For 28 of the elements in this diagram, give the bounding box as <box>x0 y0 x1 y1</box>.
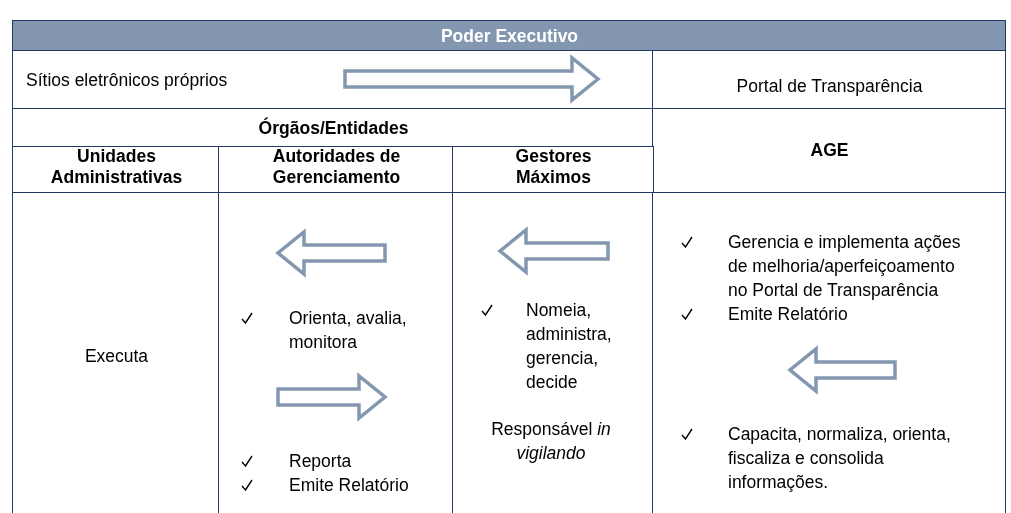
table-cell <box>652 50 1006 110</box>
cell-text: Gerencia e implementa ações de melhoria/aperfeiçoamento no Portal de Transparência <box>728 231 962 302</box>
header-text: Autoridades de Gerenciamento <box>271 146 402 188</box>
cell-text: Executa <box>83 345 150 368</box>
header-band <box>12 20 1006 52</box>
cell-text: Emite Relatório <box>289 474 410 497</box>
header-text: Gestores Máximos <box>514 146 593 188</box>
cell-text: Capacita, normaliza, orienta, fiscaliza e consolida informações. <box>728 423 952 494</box>
header-text: AGE <box>809 139 850 162</box>
table-cell <box>218 192 454 513</box>
table-cell <box>12 192 220 513</box>
cell-text: Sítios eletrônicos próprios <box>26 69 229 92</box>
header-text: Poder Executivo <box>439 25 580 48</box>
cell-text: Orienta, avalia, monitora <box>289 307 408 354</box>
cell-text: Emite Relatório <box>728 303 849 326</box>
column-header-cell <box>652 108 1006 194</box>
column-header-cell <box>12 146 220 194</box>
cell-text: Reporta <box>289 450 353 473</box>
header-text: Unidades Administrativas <box>49 146 184 188</box>
column-header-cell <box>218 146 454 194</box>
table-cell <box>652 192 1006 513</box>
header-text: Órgãos/Entidades <box>257 116 410 140</box>
cell-text: Portal de Transparência <box>735 75 924 98</box>
column-header-cell <box>12 108 654 148</box>
cell-text: Responsável in vigilando <box>491 418 611 465</box>
cell-text: Nomeia, administra, gerencia, decide <box>526 299 613 394</box>
table-cell <box>452 192 654 513</box>
column-header-cell <box>452 146 654 194</box>
